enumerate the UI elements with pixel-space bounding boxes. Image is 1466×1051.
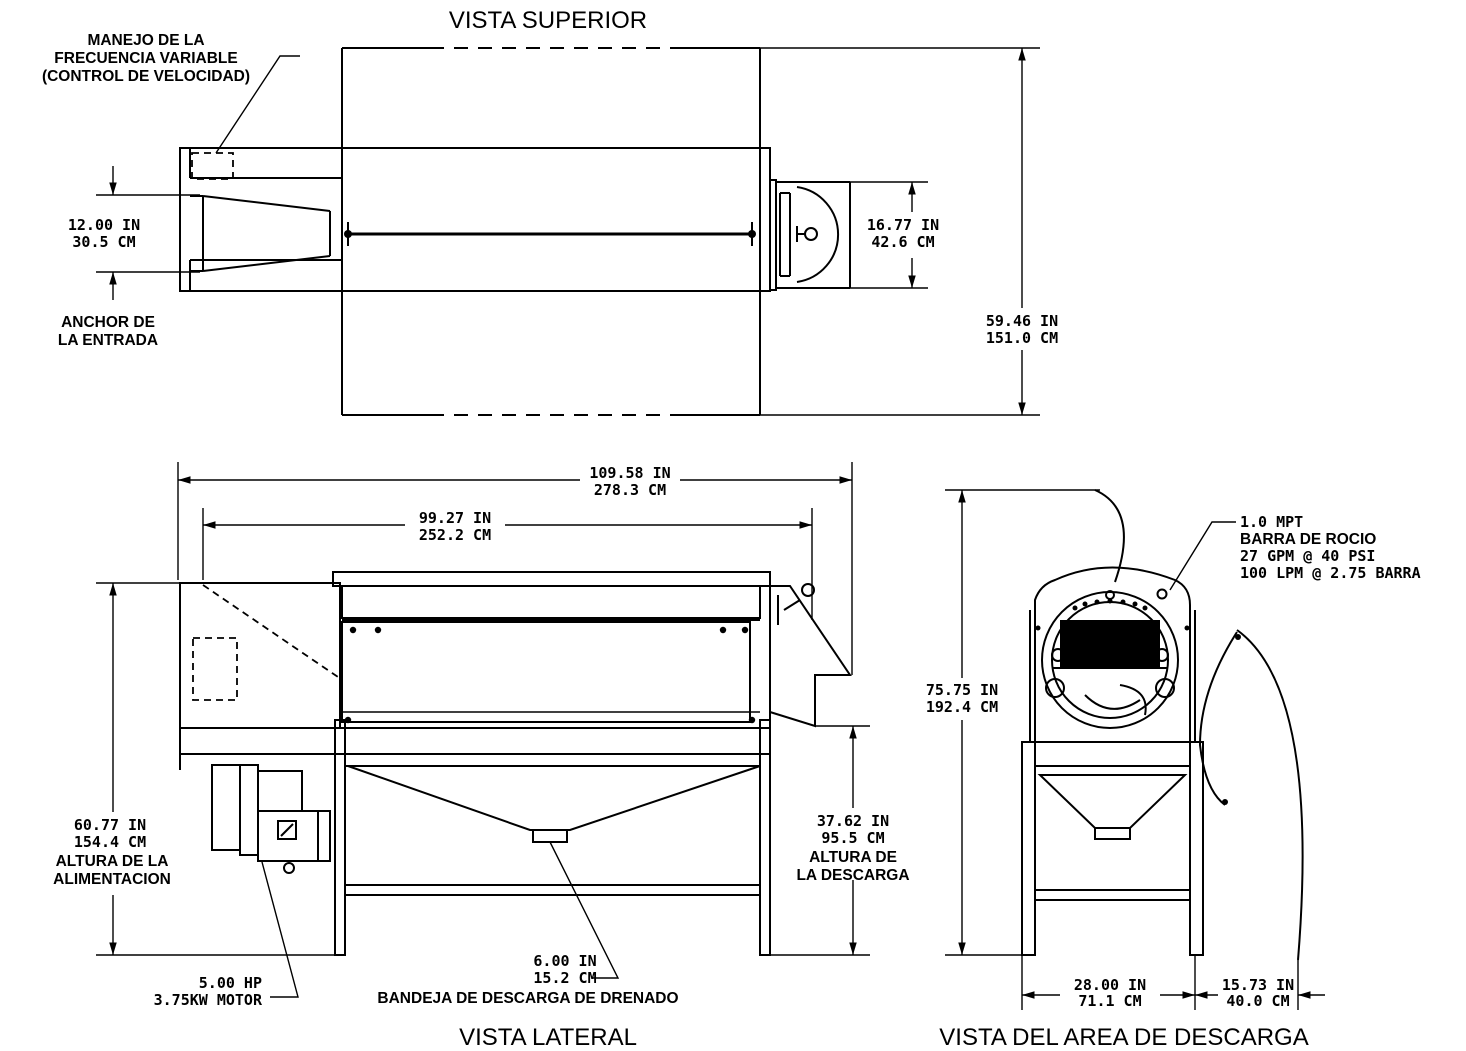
discharge-view: 75.75 IN 192.4 CM 28.00 IN 71.1 CM 15.73…: [926, 489, 1421, 1051]
dim-overall-length: 109.58 IN 278.3 CM: [177, 462, 853, 675]
dim-frame-length: 99.27 IN 252.2 CM: [202, 508, 813, 620]
discharge-view-bolts: [1035, 598, 1190, 631]
dim-inlet-in: 12.00 IN: [68, 216, 140, 234]
leader-motor: [261, 861, 299, 998]
label-motor-1: 5.00 HP: [199, 974, 262, 992]
label-discharge-height-2: LA DESCARGA: [796, 867, 909, 884]
dim-frame-length-in: 99.27 IN: [419, 509, 491, 527]
label-spray-bar-3: 27 GPM @ 40 PSI: [1240, 547, 1375, 565]
dim-drain-cm: 15.2 CM: [533, 969, 596, 987]
leader-spray-bar: [1169, 521, 1236, 591]
dim-overall-length-cm: 278.3 CM: [594, 481, 666, 499]
discharge-view-frame: [1021, 741, 1204, 956]
label-vfd-3: (CONTROL DE VELOCIDAD): [42, 68, 250, 85]
dim-chute-in: 16.77 IN: [867, 216, 939, 234]
discharge-view-door-swing: [1198, 629, 1304, 961]
dim-door-swing-in: 15.73 IN: [1222, 976, 1294, 994]
dim-top-width-cm: 151.0 CM: [986, 329, 1058, 347]
side-view-discharge-chute: [769, 583, 852, 760]
top-view: VISTA SUPERIOR: [42, 7, 1058, 416]
side-view-motor-housing: [179, 582, 341, 729]
dim-inlet-cm: 30.5 CM: [72, 233, 135, 251]
top-view-feed-hopper: [179, 147, 343, 292]
dim-leg-width-cm: 71.1 CM: [1078, 992, 1141, 1010]
top-view-drum: [341, 147, 771, 292]
label-motor-2: 3.75KW MOTOR: [154, 991, 263, 1009]
dim-leg-width-in: 28.00 IN: [1074, 976, 1146, 994]
side-view: 109.58 IN 278.3 CM 99.27 IN 252.2 CM: [53, 462, 910, 1051]
dim-discharge-height-cm: 95.5 CM: [821, 829, 884, 847]
discharge-view-drum-opening: [1041, 588, 1179, 729]
label-discharge-height-1: ALTURA DE: [809, 849, 897, 866]
label-vfd-1: MANEJO DE LA: [87, 32, 204, 49]
side-view-drum: [332, 571, 771, 724]
side-view-frame: [179, 719, 771, 956]
dim-feed-height-in: 60.77 IN: [74, 816, 146, 834]
discharge-view-cable: [1094, 489, 1125, 583]
label-inlet-width-2: LA ENTRADA: [58, 332, 158, 349]
side-view-title: VISTA LATERAL: [459, 1024, 637, 1051]
top-view-title: VISTA SUPERIOR: [449, 7, 647, 34]
dim-feed-height: 60.77 IN 154.4 CM: [74, 582, 335, 956]
dim-overall-height-cm: 192.4 CM: [926, 698, 998, 716]
dim-overall-height: 75.75 IN 192.4 CM: [926, 489, 1100, 956]
leader-drain: [549, 841, 620, 979]
label-feed-height-2: ALIMENTACION: [53, 871, 171, 888]
top-view-discharge-chute: [769, 179, 851, 291]
dim-leg-width: 28.00 IN 71.1 CM: [1021, 955, 1196, 1010]
leader-vfd: [215, 55, 300, 154]
top-view-tank-outline: [341, 47, 761, 416]
label-spray-bar-2: BARRA DE ROCIO: [1240, 531, 1376, 548]
label-drain-tray: BANDEJA DE DESCARGA DE DRENADO: [377, 990, 678, 1007]
label-inlet-width-1: ANCHOR DE: [61, 314, 155, 331]
dim-chute: 16.77 IN 42.6 CM: [850, 181, 939, 289]
label-spray-bar-4: 100 LPM @ 2.75 BARRA: [1240, 564, 1421, 582]
discharge-view-title: VISTA DEL AREA DE DESCARGA: [939, 1024, 1308, 1051]
dim-discharge-height-in: 37.62 IN: [817, 812, 889, 830]
label-feed-height-1: ALTURA DE LA: [56, 853, 169, 870]
dim-top-width-in: 59.46 IN: [986, 312, 1058, 330]
dim-door-swing: 15.73 IN 40.0 CM: [1195, 960, 1325, 1010]
top-view-bar-ends: [344, 222, 756, 246]
label-spray-bar-1: 1.0 MPT: [1240, 513, 1303, 531]
dim-chute-cm: 42.6 CM: [871, 233, 934, 251]
dim-overall-length-in: 109.58 IN: [589, 464, 670, 482]
dim-frame-length-cm: 252.2 CM: [419, 526, 491, 544]
dim-discharge-height: 37.62 IN 95.5 CM: [770, 725, 889, 956]
dim-drain-in: 6.00 IN: [533, 952, 596, 970]
label-vfd-2: FRECUENCIA VARIABLE: [54, 50, 237, 67]
discharge-view-housing: [1034, 566, 1191, 743]
dim-door-swing-cm: 40.0 CM: [1226, 992, 1289, 1010]
dim-inlet-width: 12.00 IN 30.5 CM: [68, 166, 200, 300]
dim-overall-height-in: 75.75 IN: [926, 681, 998, 699]
side-view-motor: [211, 764, 331, 874]
dim-top-width: 59.46 IN 151.0 CM: [760, 47, 1058, 416]
dim-feed-height-cm: 154.4 CM: [74, 833, 146, 851]
